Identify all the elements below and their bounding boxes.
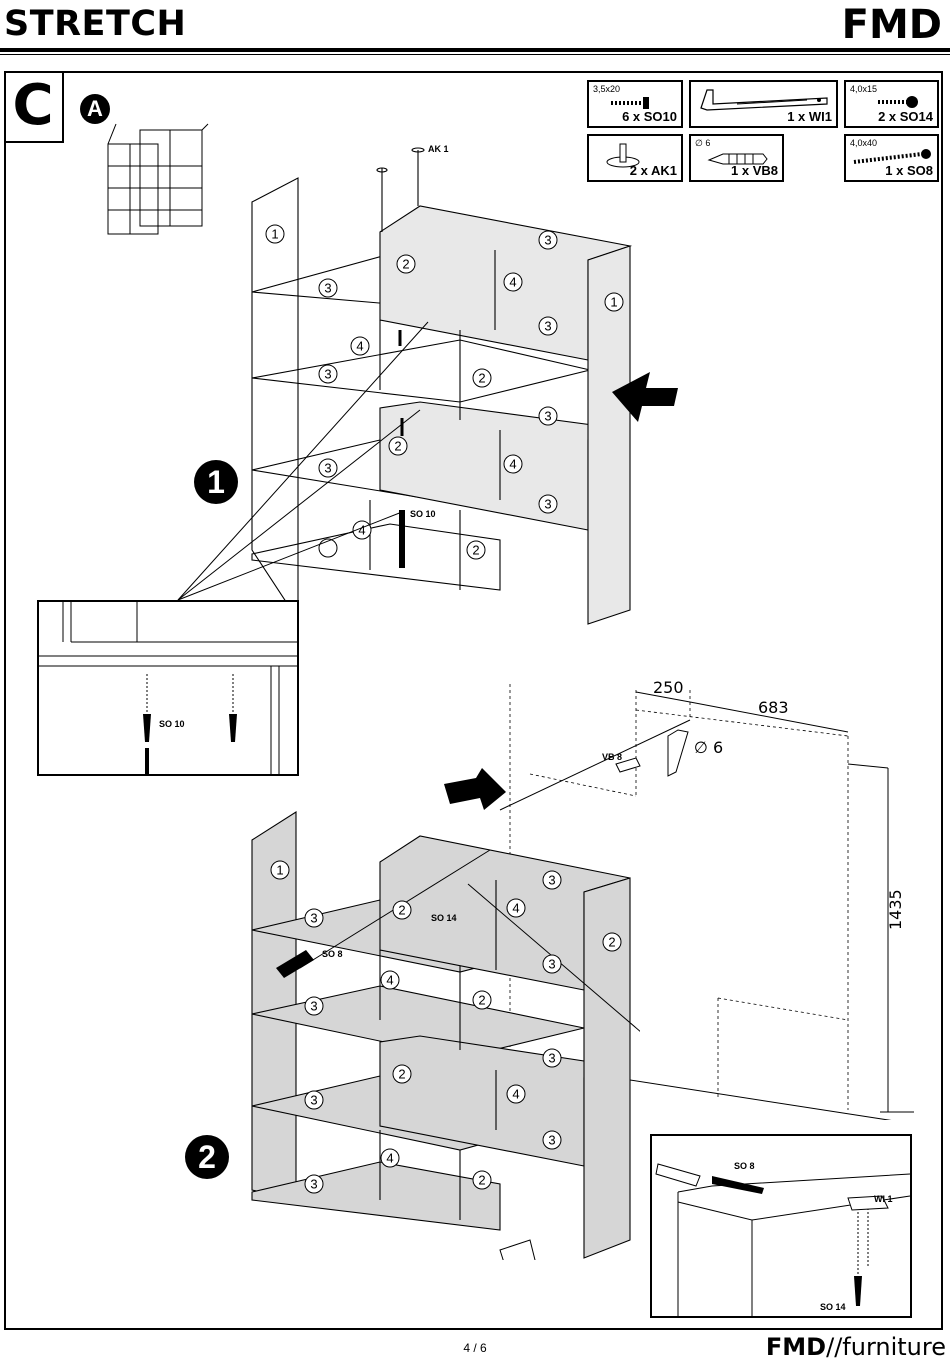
wall-bracket-icon — [667, 729, 689, 777]
part-number: 2 — [398, 1067, 405, 1082]
part-number: 3 — [324, 281, 331, 296]
part-number: 4 — [386, 973, 393, 988]
part-number: 1 — [276, 863, 283, 878]
dimension-1435: 1435 — [886, 889, 905, 930]
part-number: 3 — [544, 319, 551, 334]
part-number: 3 — [544, 409, 551, 424]
part-number: 4 — [358, 523, 365, 538]
long-screw-icon — [853, 149, 931, 164]
part-so10: 3,5x20 6 x SO10 — [587, 80, 683, 128]
part-number: 2 — [472, 543, 479, 558]
part-number: 3 — [544, 233, 551, 248]
pin-icon — [606, 143, 640, 168]
part-number: 4 — [512, 1087, 519, 1102]
part-number: 2 — [402, 257, 409, 272]
detail-drawing — [655, 1163, 910, 1316]
part-number: 2 — [478, 993, 485, 1008]
detail-box-so10: SO 10 — [37, 600, 299, 776]
push-arrow-icon — [612, 372, 678, 422]
vb8-label: VB 8 — [602, 752, 623, 762]
so8-label: SO 8 — [322, 949, 343, 959]
dimension-250: 250 — [653, 678, 684, 697]
part-number: 4 — [356, 339, 363, 354]
part-number: 3 — [310, 1093, 317, 1108]
page-number: 4 / 6 — [463, 1341, 487, 1355]
so14-label: SO 14 — [431, 913, 457, 923]
part-number: 4 — [386, 1151, 393, 1166]
header-rule-thin — [0, 54, 950, 55]
header-rule — [0, 48, 950, 52]
part-so8: 4,0x40 1 x SO8 — [844, 134, 939, 182]
part-number: 3 — [548, 957, 555, 972]
part-number: 4 — [509, 457, 516, 472]
bracket-icon — [700, 89, 828, 111]
detail-drawing — [39, 602, 297, 774]
part-vb8: ∅ 6 1 x VB8 — [689, 134, 784, 182]
drill-diameter: ∅ 6 — [694, 738, 724, 757]
footer-brand: FMD//furniture — [765, 1333, 946, 1361]
screw-icon — [878, 96, 918, 108]
brand-logo: FMD — [841, 2, 942, 48]
part-ak1: 2 x AK1 — [587, 134, 683, 182]
part-number: 1 — [271, 227, 278, 242]
part-number: 3 — [548, 1133, 555, 1148]
so10-label: SO 10 — [410, 509, 436, 519]
part-number: 3 — [310, 999, 317, 1014]
part-number: 3 — [324, 461, 331, 476]
sub-step-marker: A — [80, 94, 110, 124]
wi1-detail-label: WI 1 — [874, 1194, 893, 1204]
part-number: 2 — [608, 935, 615, 950]
part-wi1: 1 x WI1 — [689, 80, 838, 128]
overview-sketch — [107, 123, 209, 235]
shelf-illustration-step1: 1 3 2 4 1 3 4 3 2 3 2 4 3 3 4 3 2 — [177, 147, 678, 625]
part-number: 3 — [548, 873, 555, 888]
part-number: 3 — [544, 497, 551, 512]
step-2-marker: 2 — [185, 1135, 229, 1179]
part-number: 1 — [610, 295, 617, 310]
part-number: 3 — [310, 911, 317, 926]
so8-detail-label: SO 8 — [734, 1161, 755, 1171]
part-number: 3 — [548, 1051, 555, 1066]
shelf-illustration-step2: 1 3 2 3 4 2 2 3 4 2 3 3 2 4 3 3 4 3 — [251, 810, 640, 1260]
part-number: 2 — [478, 1173, 485, 1188]
part-number: 3 — [310, 1177, 317, 1192]
instruction-frame — [4, 71, 943, 1330]
part-number: 4 — [512, 901, 519, 916]
part-number: 3 — [324, 367, 331, 382]
product-title: STRETCH — [4, 4, 187, 44]
so10-detail-label: SO 10 — [159, 719, 185, 729]
push-arrow-icon — [444, 768, 506, 810]
detail-box-wall-fix: SO 8 WI 1 SO 14 — [650, 1134, 912, 1318]
screw-icon — [611, 97, 649, 109]
ak1-label: AK 1 — [428, 144, 449, 154]
dowel-icon — [707, 153, 768, 165]
part-so14: 4,0x15 2 x SO14 — [844, 80, 939, 128]
part-number: 2 — [478, 371, 485, 386]
part-number: 2 — [398, 903, 405, 918]
dowel-icon — [615, 757, 641, 773]
step-letter: C — [4, 71, 64, 143]
screwdriver-icon — [276, 950, 314, 978]
part-number: 4 — [509, 275, 516, 290]
so14-detail-label: SO 14 — [820, 1302, 846, 1312]
step-1-marker: 1 — [194, 460, 238, 504]
tape-measure-icon — [499, 1239, 536, 1260]
dimension-683: 683 — [758, 698, 789, 717]
part-number: 2 — [394, 439, 401, 454]
wall-dimension-drawing — [444, 684, 914, 1120]
